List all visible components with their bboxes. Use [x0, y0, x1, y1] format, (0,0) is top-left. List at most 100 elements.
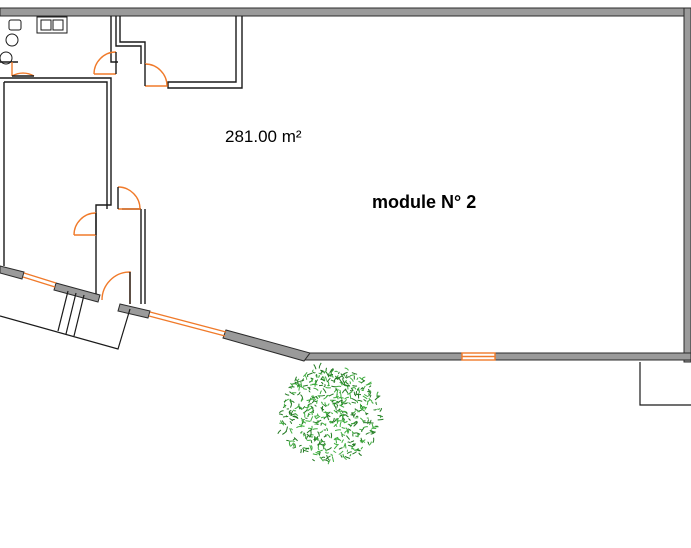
tree-leaf: [336, 388, 339, 396]
tree-leaf: [320, 378, 325, 382]
tree-leaf: [350, 387, 354, 391]
tree-leaf: [304, 374, 308, 380]
tree-leaf: [359, 439, 363, 443]
tree-leaf: [346, 392, 352, 395]
tree-leaf: [298, 386, 301, 391]
wall-slant-far-left: [0, 265, 25, 280]
tree-leaf: [326, 433, 331, 438]
tree-leaf: [352, 411, 355, 415]
tree-leaf: [342, 417, 346, 421]
tree-leaf: [318, 451, 321, 456]
tree-leaf: [376, 391, 379, 398]
tree-leaf: [294, 443, 297, 448]
tree-leaf: [343, 442, 346, 448]
wall-right: [683, 7, 691, 363]
tree-leaf: [347, 441, 351, 444]
tree-leaf: [341, 382, 343, 386]
tree-leaf: [334, 437, 337, 444]
tree-leaf: [325, 410, 328, 418]
tree-leaf: [344, 456, 351, 459]
window-slant-b: [23, 272, 57, 284]
tree-leaf: [354, 420, 357, 424]
sink-icon: [36, 16, 68, 34]
tree-leaf: [309, 445, 312, 451]
tree-leaf: [340, 454, 343, 458]
tree-leaf: [351, 372, 358, 375]
tree-leaf: [369, 421, 371, 426]
tree-leaf: [322, 443, 327, 448]
tree-leaf: [303, 449, 309, 453]
tree-leaf: [348, 402, 352, 405]
step-line-2: [65, 292, 77, 335]
tree-leaf: [338, 450, 344, 455]
tree-leaf: [284, 393, 290, 396]
door-office: [117, 186, 141, 210]
tree-leaf: [294, 381, 299, 384]
tree-leaf: [334, 436, 339, 440]
tree-leaf: [286, 439, 290, 442]
tree-leaf: [326, 454, 330, 461]
tree-leaf: [310, 430, 312, 437]
tree-leaf: [340, 431, 346, 436]
tree-leaf: [333, 438, 340, 441]
tree-leaf: [335, 376, 339, 380]
tree-leaf: [317, 374, 320, 378]
tree-leaf: [290, 428, 293, 431]
tree-leaf: [352, 451, 357, 455]
tree-leaf: [284, 422, 287, 426]
tree-leaf: [374, 396, 380, 401]
tree-leaf: [300, 449, 302, 454]
tree-leaf: [362, 385, 366, 391]
tree-leaf: [369, 394, 372, 398]
tree-leaf: [368, 385, 372, 388]
tree-leaf: [331, 456, 335, 463]
tree-leaf: [302, 447, 305, 453]
toilet-icon: [0, 19, 22, 65]
window-slant-a: [149, 311, 227, 333]
tree-leaf: [332, 417, 335, 423]
tree-leaf: [289, 402, 292, 408]
tree-leaf: [362, 406, 366, 408]
tree-leaf: [314, 421, 319, 425]
tree-leaf: [324, 451, 329, 454]
tree-leaf: [354, 391, 358, 397]
tree-leaf: [366, 400, 369, 406]
tree-leaf: [292, 438, 296, 441]
tree-leaf: [353, 387, 357, 390]
tree-leaf: [339, 395, 342, 399]
tree-leaf: [330, 379, 336, 382]
tree-leaf: [375, 401, 378, 406]
tree-leaf: [360, 446, 363, 450]
tree-leaf: [289, 399, 292, 403]
tree-leaf: [281, 420, 285, 424]
door-entrance: [101, 271, 131, 304]
tree-leaf: [312, 407, 314, 414]
tree-leaf: [368, 390, 372, 395]
tree-leaf: [299, 444, 302, 447]
tree-leaf: [292, 446, 296, 449]
exterior-walls: [0, 7, 691, 363]
tree-leaf: [343, 384, 347, 387]
tree-leaf: [318, 362, 322, 369]
window-slant-b2: [22, 276, 56, 288]
tree-leaf: [323, 459, 330, 463]
tree-leaf: [340, 401, 344, 407]
tree-leaf: [356, 400, 359, 404]
window-slant-a2: [148, 315, 226, 337]
tree-leaf: [314, 381, 317, 387]
tree-leaf: [335, 395, 339, 400]
tree-leaf: [329, 373, 334, 377]
tree-leaf: [339, 421, 342, 428]
tree-icon: [277, 362, 384, 465]
tree-leaf: [288, 386, 295, 389]
tree-leaf: [337, 375, 343, 380]
tree-leaf: [304, 417, 308, 419]
tree-leaf: [321, 422, 327, 426]
tree-leaf: [317, 445, 320, 451]
tree-leaf: [344, 367, 349, 371]
tree-leaf: [329, 368, 334, 374]
tree-leaf: [327, 403, 330, 406]
tree-leaf: [347, 430, 350, 434]
tree-leaf: [319, 390, 322, 395]
tree-leaf: [320, 401, 323, 405]
